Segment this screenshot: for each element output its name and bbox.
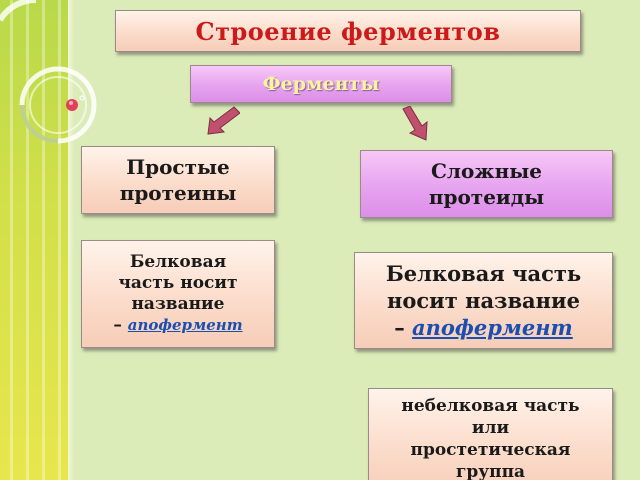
complex-line-2: протеиды [429, 184, 544, 210]
nonprotein-line-1: небелковая часть [401, 395, 579, 417]
simple-line-1: Простые [126, 154, 230, 180]
complex-part-line-2: носит название [387, 287, 580, 314]
complex-part-term-line: – апофермент [394, 314, 573, 341]
page-title: Строение ферментов [196, 17, 501, 46]
enzymes-label: Ферменты [263, 73, 380, 95]
nonprotein-part-box: небелковая часть или простетическая груп… [368, 388, 613, 480]
arrow-right [400, 106, 432, 142]
nonprotein-line-3: простетическая [411, 439, 571, 461]
arrow-left [204, 104, 240, 136]
title-box: Строение ферментов [115, 10, 581, 52]
decorative-rings [0, 0, 110, 170]
simple-part-term-line: – апофермент [113, 315, 242, 336]
complex-protein-part-box: Белковая часть носит название – апоферме… [354, 252, 613, 349]
complex-part-line-1: Белковая часть [386, 260, 581, 287]
decorative-ring-top [0, 0, 36, 20]
apoenzyme-term: апофермент [128, 316, 243, 334]
simple-part-line-3: название [131, 294, 224, 315]
apoenzyme-term: апофермент [412, 315, 573, 340]
dash: – [113, 315, 127, 335]
decorative-dot-highlight [69, 101, 73, 105]
simple-proteins-box: Простые протеины [81, 146, 275, 214]
decorative-small-ring [80, 96, 84, 100]
arrow-left-shape [208, 107, 240, 134]
enzymes-box: Ферменты [190, 65, 452, 103]
decorative-ring-shade [22, 105, 58, 141]
decorative-pink-dot [66, 99, 78, 111]
dash: – [394, 315, 412, 340]
complex-line-1: Сложные [431, 158, 542, 184]
simple-line-2: протеины [120, 180, 237, 206]
simple-part-line-2: часть носит [118, 273, 237, 294]
simple-part-line-1: Белковая [130, 252, 226, 273]
arrow-right-shape [403, 106, 427, 140]
simple-protein-part-box: Белковая часть носит название – апоферме… [81, 240, 275, 348]
complex-proteids-box: Сложные протеиды [360, 150, 613, 218]
nonprotein-line-2: или [472, 417, 509, 439]
nonprotein-line-4: группа [456, 461, 525, 480]
